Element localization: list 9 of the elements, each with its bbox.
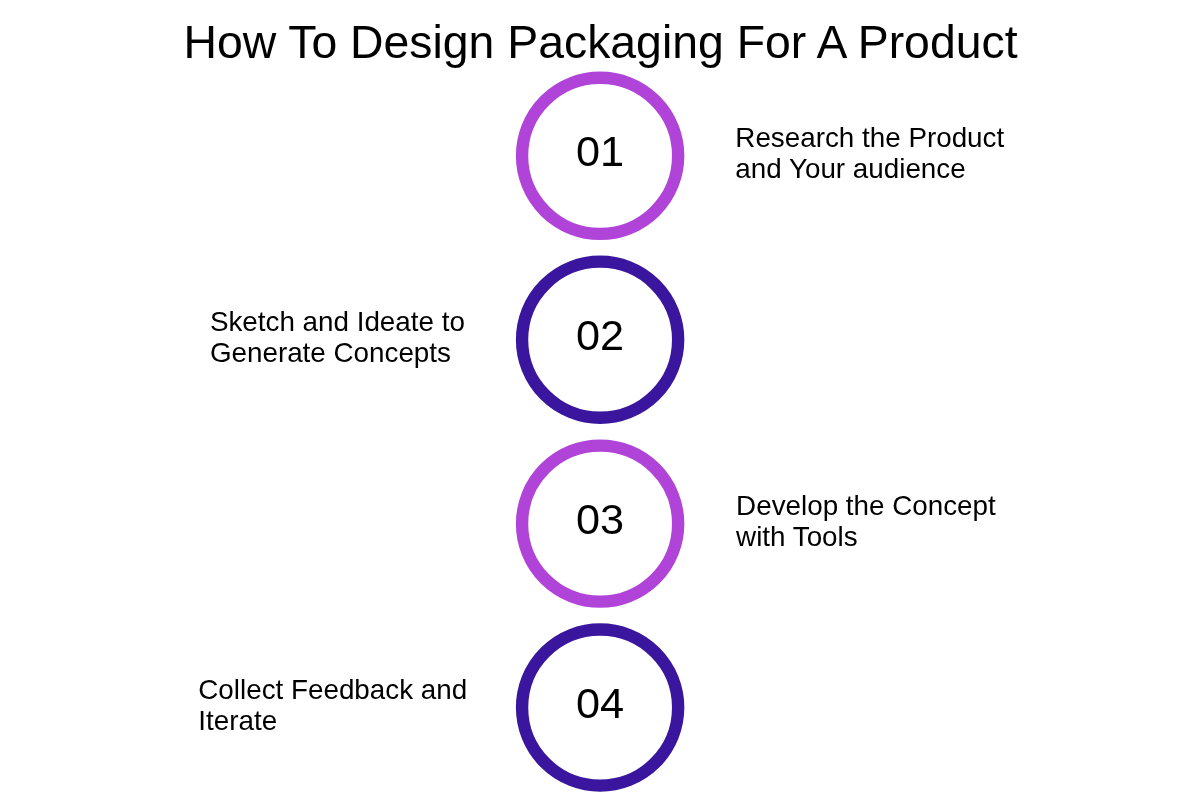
node-label: Research the Product and Your audience bbox=[734, 122, 1004, 185]
node-label: Sketch and Ideate to Generate Concepts bbox=[209, 306, 465, 368]
node-circle: 02 bbox=[515, 255, 684, 424]
node-label: Collect Feedback and Iterate bbox=[197, 673, 467, 736]
node-circle: 04 bbox=[515, 623, 684, 792]
node-label: Develop the Concept with Tools bbox=[735, 489, 996, 552]
diagram-title: How To Design Packaging For A Product bbox=[182, 15, 1018, 68]
node-circle: 01 bbox=[515, 71, 684, 241]
node-circle: 03 bbox=[515, 439, 684, 608]
